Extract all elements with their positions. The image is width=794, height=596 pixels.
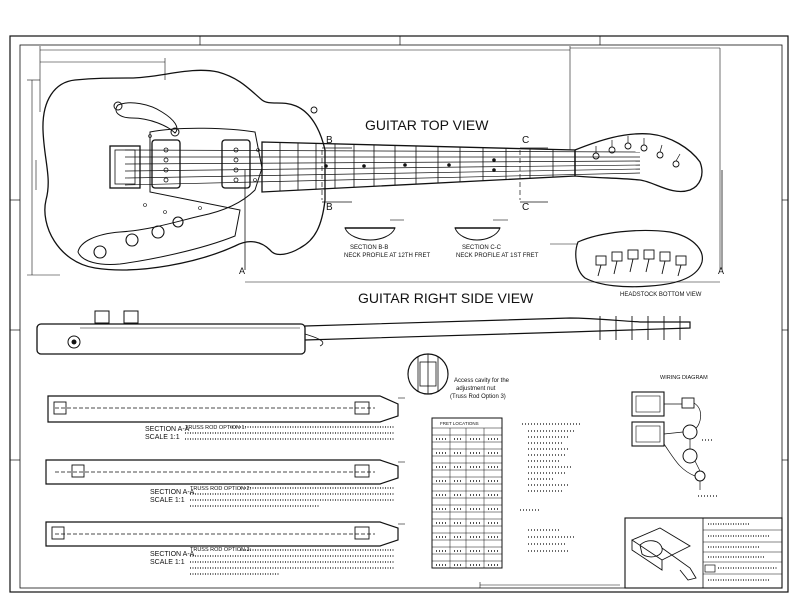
section-a1-scale: SCALE 1:1	[145, 434, 180, 441]
strings	[124, 149, 641, 186]
section-c-caption: SECTION C-C	[462, 245, 502, 251]
truss-option-3-heading: TRUSS ROD OPTION 3:	[190, 547, 252, 553]
guitar-top-view-title: GUITAR TOP VIEW	[365, 117, 489, 133]
section-c-bottom-label: C	[522, 202, 529, 213]
truss-note-line3: (Truss Rod Option 3)	[450, 394, 506, 400]
title-block	[624, 517, 783, 589]
truss-option-2-heading: TRUSS ROD OPTION 2:	[190, 486, 252, 492]
guitar-side-view	[36, 310, 691, 355]
bottom-border-ticks	[479, 582, 620, 588]
section-a-right-label: A	[718, 266, 724, 276]
section-a3-scale: SCALE 1:1	[150, 559, 185, 566]
fret-markers	[324, 158, 496, 172]
spec-notes	[520, 423, 580, 552]
headstock-bottom-view: HEADSTOCK BOTTOM VIEW	[550, 229, 703, 298]
section-a-left-label: A	[239, 266, 245, 276]
section-b-subcaption: NECK PROFILE AT 12TH FRET	[344, 253, 430, 259]
guitar-body-top	[42, 69, 326, 271]
section-a2-label: SECTION A-A	[150, 489, 195, 496]
truss-option-2: SECTION A-A SCALE 1:1 TRUSS ROD OPTION 2…	[45, 459, 399, 507]
truss-access-detail: Access cavity for the adjustment nut (Tr…	[407, 353, 510, 400]
control-knobs	[93, 216, 184, 259]
section-a3-label: SECTION A-A	[150, 551, 195, 558]
neck-profile-c: SECTION C-C NECK PROFILE AT 1ST FRET	[454, 219, 539, 259]
isometric-thumbnail	[631, 527, 697, 581]
section-b-top-label: B	[326, 135, 333, 146]
section-a-views: SECTION A-A SCALE 1:1 TRUSS ROD OPTION 1…	[45, 395, 405, 575]
drawing-frame	[9, 35, 789, 593]
neck-profile-b: SECTION B-B NECK PROFILE AT 12TH FRET	[344, 219, 430, 259]
section-c-top-label: C	[522, 135, 529, 146]
headstock-bottom-label: HEADSTOCK BOTTOM VIEW	[620, 292, 702, 298]
truss-option-1-heading: TRUSS ROD OPTION 1:	[185, 425, 247, 431]
wiring-diagram-title: WIRING DIAGRAM	[660, 375, 708, 381]
truss-note-line1: Access cavity for the	[454, 378, 510, 384]
frets	[279, 143, 554, 191]
fret-table-header: FRET LOCATIONS	[440, 421, 479, 426]
fret-location-table: FRET LOCATIONS	[431, 417, 503, 569]
section-a2-scale: SCALE 1:1	[150, 497, 185, 504]
section-a1-label: SECTION A-A	[145, 426, 190, 433]
neck-pickup	[221, 139, 251, 189]
truss-option-3: SECTION A-A SCALE 1:1 TRUSS ROD OPTION 3…	[45, 521, 399, 575]
truss-note-line2: adjustment nut	[456, 386, 496, 392]
section-c-subcaption: NECK PROFILE AT 1ST FRET	[456, 253, 539, 259]
dimension-lines	[27, 46, 721, 283]
fretboard	[261, 141, 576, 193]
section-b-bottom-label: B	[326, 202, 333, 213]
guitar-side-view-title: GUITAR RIGHT SIDE VIEW	[358, 290, 534, 306]
wiring-diagram: WIRING DIAGRAM	[631, 375, 718, 497]
truss-option-1: SECTION A-A SCALE 1:1 TRUSS ROD OPTION 1…	[47, 395, 399, 441]
headstock-top	[574, 133, 703, 193]
section-b-caption: SECTION B-B	[350, 245, 388, 251]
section-markers: B B C C A A	[239, 135, 724, 276]
